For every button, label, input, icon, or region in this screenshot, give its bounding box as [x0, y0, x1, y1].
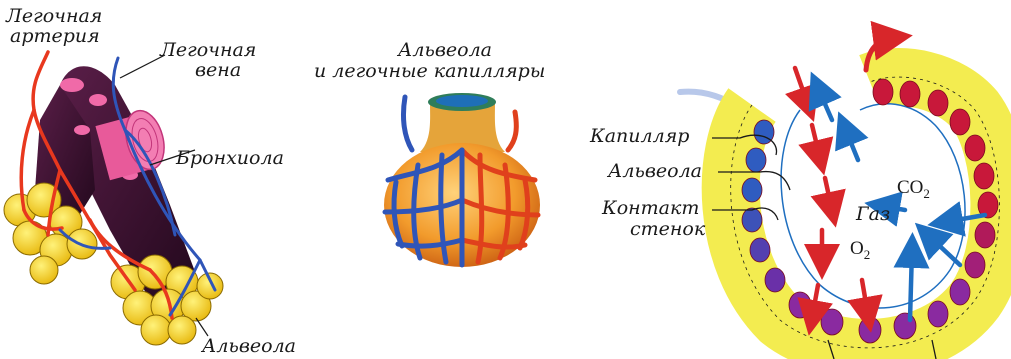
co2-label: CO2	[897, 177, 930, 202]
capillary-label: Капилляр	[590, 126, 689, 146]
alveolus-label-left: Альвеола	[202, 336, 296, 356]
pulmonary-vein-label-line1: Легочная	[160, 40, 256, 60]
bronchiole-label: Бронхиола	[176, 148, 284, 168]
wall-contact-label-line2: стенок	[630, 219, 705, 239]
middle-illustration	[384, 93, 540, 267]
middle-title-line2: и легочные капилляры	[314, 61, 545, 81]
pulmonary-artery-label-line2: артерия	[10, 26, 100, 46]
wall-contact-label-line1: Контакт	[602, 198, 699, 218]
left-illustration	[4, 52, 223, 345]
middle-title-line1: Альвеола	[398, 40, 492, 60]
o2-label: O2	[850, 238, 870, 263]
right-illustration	[680, 38, 999, 359]
alveolus-label-right: Альвеола	[608, 161, 702, 181]
pulmonary-artery-label-line1: Легочная	[6, 6, 102, 26]
pulmonary-vein-label-line2: вена	[195, 60, 241, 80]
gas-label: Газ	[856, 204, 890, 224]
